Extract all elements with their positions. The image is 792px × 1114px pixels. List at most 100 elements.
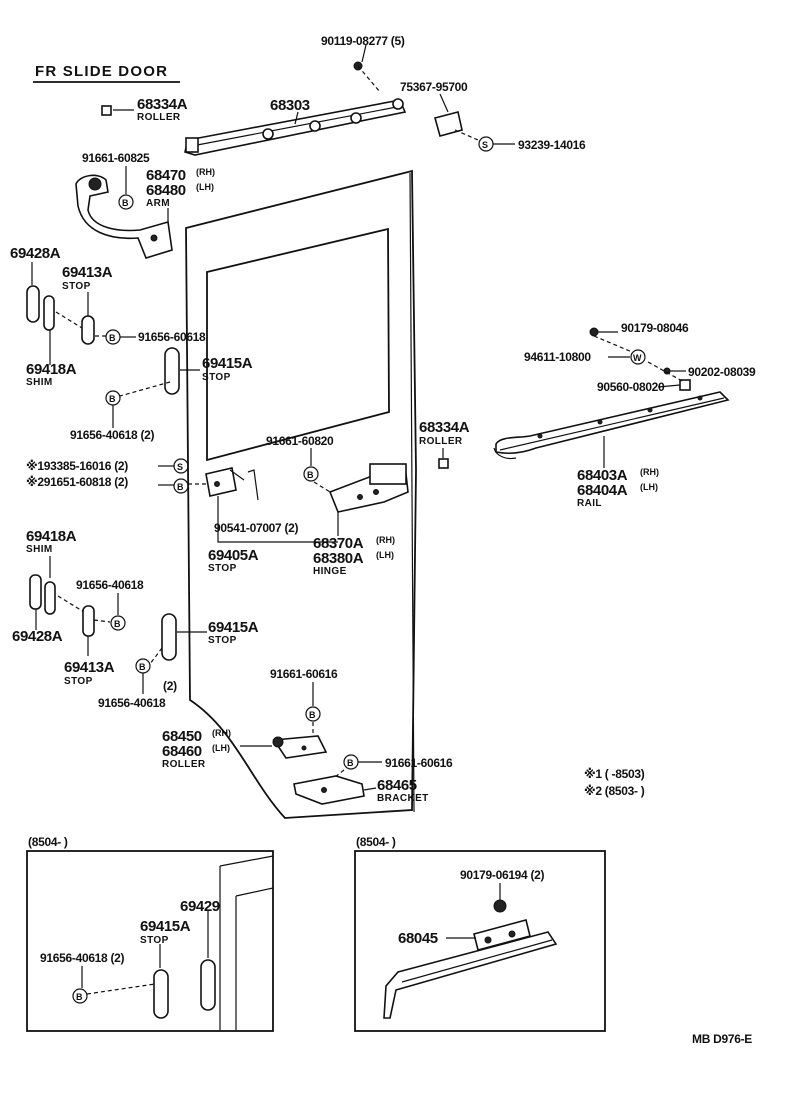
label-stop-69415a-lower: STOP: [208, 635, 237, 646]
label-69413a-lower: 69413A: [64, 659, 115, 676]
svg-text:B: B: [109, 394, 116, 404]
label-stop-69413a-lower: STOP: [64, 676, 93, 687]
label-69418a-lower: 69418A: [26, 528, 77, 545]
label-68470: 68470: [146, 167, 186, 184]
svg-text:(RH): (RH): [640, 467, 659, 477]
label-75367-95700: 75367-95700: [400, 80, 468, 94]
label-91661-60616-a: 91661-60616: [270, 667, 338, 681]
label-roller-top: ROLLER: [137, 112, 181, 123]
label-69413a-upper: 69413A: [62, 264, 113, 281]
svg-text:B: B: [177, 482, 184, 492]
svg-text:B: B: [76, 992, 83, 1002]
stop-69405a: [205, 467, 259, 501]
nut-90179-icon: [493, 899, 507, 913]
label-rail: RAIL: [577, 498, 602, 509]
bolt-90179-icon: [589, 327, 599, 337]
label-roller-mid: ROLLER: [419, 436, 463, 447]
svg-text:S: S: [482, 140, 488, 150]
note-1: ※1 ( -8503): [584, 767, 645, 781]
stop-69415a-inset: [153, 969, 169, 1019]
svg-text:B: B: [114, 619, 121, 629]
label-93239-14016: 93239-14016: [518, 138, 586, 152]
svg-text:(RH): (RH): [196, 167, 215, 177]
svg-text:(RH): (RH): [212, 728, 231, 738]
label-69415a-lower: 69415A: [208, 619, 259, 636]
stop-69415a-upper: [164, 347, 180, 395]
bracket-68465: [293, 775, 365, 805]
shim-69418a-lower: [44, 581, 56, 615]
label-91656-60618: 91656-60618: [138, 330, 206, 344]
bolt-b-icon: [118, 194, 134, 210]
stop-69428a-lower: [29, 574, 42, 610]
svg-text:(LH): (LH): [376, 550, 394, 560]
label-68334a-mid: 68334A: [419, 419, 470, 436]
label-68404a: 68404A: [577, 482, 628, 499]
label-90560-08020: 90560-08020: [597, 380, 665, 394]
door-window: [206, 227, 390, 462]
label-arm: ARM: [146, 198, 170, 209]
label-90179-08046: 90179-08046: [621, 321, 689, 335]
stop-69429: [200, 959, 216, 1011]
washer-w-icon: [630, 349, 646, 365]
stop-69428a-upper: [26, 285, 40, 323]
note-2: ※2 (8503- ): [584, 784, 645, 798]
diagram-title: FR SLIDE DOOR: [35, 63, 168, 80]
label-2-count: (2): [163, 679, 177, 693]
spacer-90560: [679, 379, 691, 391]
label-91656-40618-bottom: 91656-40618: [98, 696, 166, 710]
bolt-b-icon: [72, 988, 88, 1004]
svg-text:(LH): (LH): [640, 482, 658, 492]
label-68370a: 68370A: [313, 535, 364, 552]
svg-text:B: B: [309, 710, 316, 720]
label-68334a-top: 68334A: [137, 96, 188, 113]
shim-69418a-upper: [43, 295, 55, 331]
label-69405a: 69405A: [208, 547, 259, 564]
svg-text:(LH): (LH): [196, 182, 214, 192]
inset-right-box: (8504- ) 90179-06194 (2) 68045: [350, 833, 606, 1032]
label-68403a: 68403A: [577, 467, 628, 484]
roller-68334a-mid: [438, 458, 449, 469]
bolt-b-icon: [303, 466, 319, 482]
label-90119-08277: 90119-08277 (5): [321, 34, 405, 48]
label-bracket: BRACKET: [377, 793, 429, 804]
label-94611-10800: 94611-10800: [524, 350, 591, 364]
inset-left-box: (8504- ) 69429 69415A STOP 91656-40618 (…: [22, 833, 274, 1032]
svg-text:S: S: [177, 462, 183, 472]
rail-68045-arm: [383, 931, 558, 1019]
inset-label-stop: STOP: [140, 935, 169, 946]
svg-text:B: B: [122, 198, 129, 208]
label-91661-60616-b: 91661-60616: [385, 756, 453, 770]
bolt-90119-icon: [353, 61, 381, 93]
label-shim-upper: SHIM: [26, 377, 53, 388]
inset-label-68045: 68045: [398, 930, 438, 947]
label-91656-40618-2: 91656-40618 (2): [70, 428, 155, 442]
label-69428a-upper: 69428A: [10, 245, 61, 262]
inset-label-91656-40618: 91656-40618 (2): [40, 951, 125, 965]
label-91656-40618-lower: 91656-40618: [76, 578, 144, 592]
svg-text:(LH): (LH): [212, 743, 230, 753]
inset-left-header: (8504- ): [28, 835, 68, 849]
bolt-b-icon: [173, 478, 189, 494]
rail-68403a: [493, 391, 730, 460]
bracket-75367: [434, 111, 463, 137]
label-69428a-lower: 69428A: [12, 628, 63, 645]
label-69418a-upper: 69418A: [26, 361, 77, 378]
stop-69415a-lower: [161, 613, 177, 661]
bolt-b-icon: [110, 615, 126, 631]
door-panel: [185, 169, 417, 819]
label-68460: 68460: [162, 743, 202, 760]
bolt-b-icon: [305, 706, 321, 722]
label-68303: 68303: [270, 97, 310, 114]
inset-label-69429: 69429: [180, 898, 220, 915]
label-90202-08039: 90202-08039: [688, 365, 756, 379]
footer-code: MB D976-E: [692, 1032, 752, 1046]
svg-text:B: B: [139, 662, 146, 672]
svg-text:B: B: [307, 470, 314, 480]
label-69415a-upper: 69415A: [202, 355, 253, 372]
hinge-68370a: [328, 463, 409, 513]
label-91661-60820: 91661-60820: [266, 434, 334, 448]
label-stop-69413a-upper: STOP: [62, 281, 91, 292]
label-68480: 68480: [146, 182, 186, 199]
label-shim-lower: SHIM: [26, 544, 53, 555]
